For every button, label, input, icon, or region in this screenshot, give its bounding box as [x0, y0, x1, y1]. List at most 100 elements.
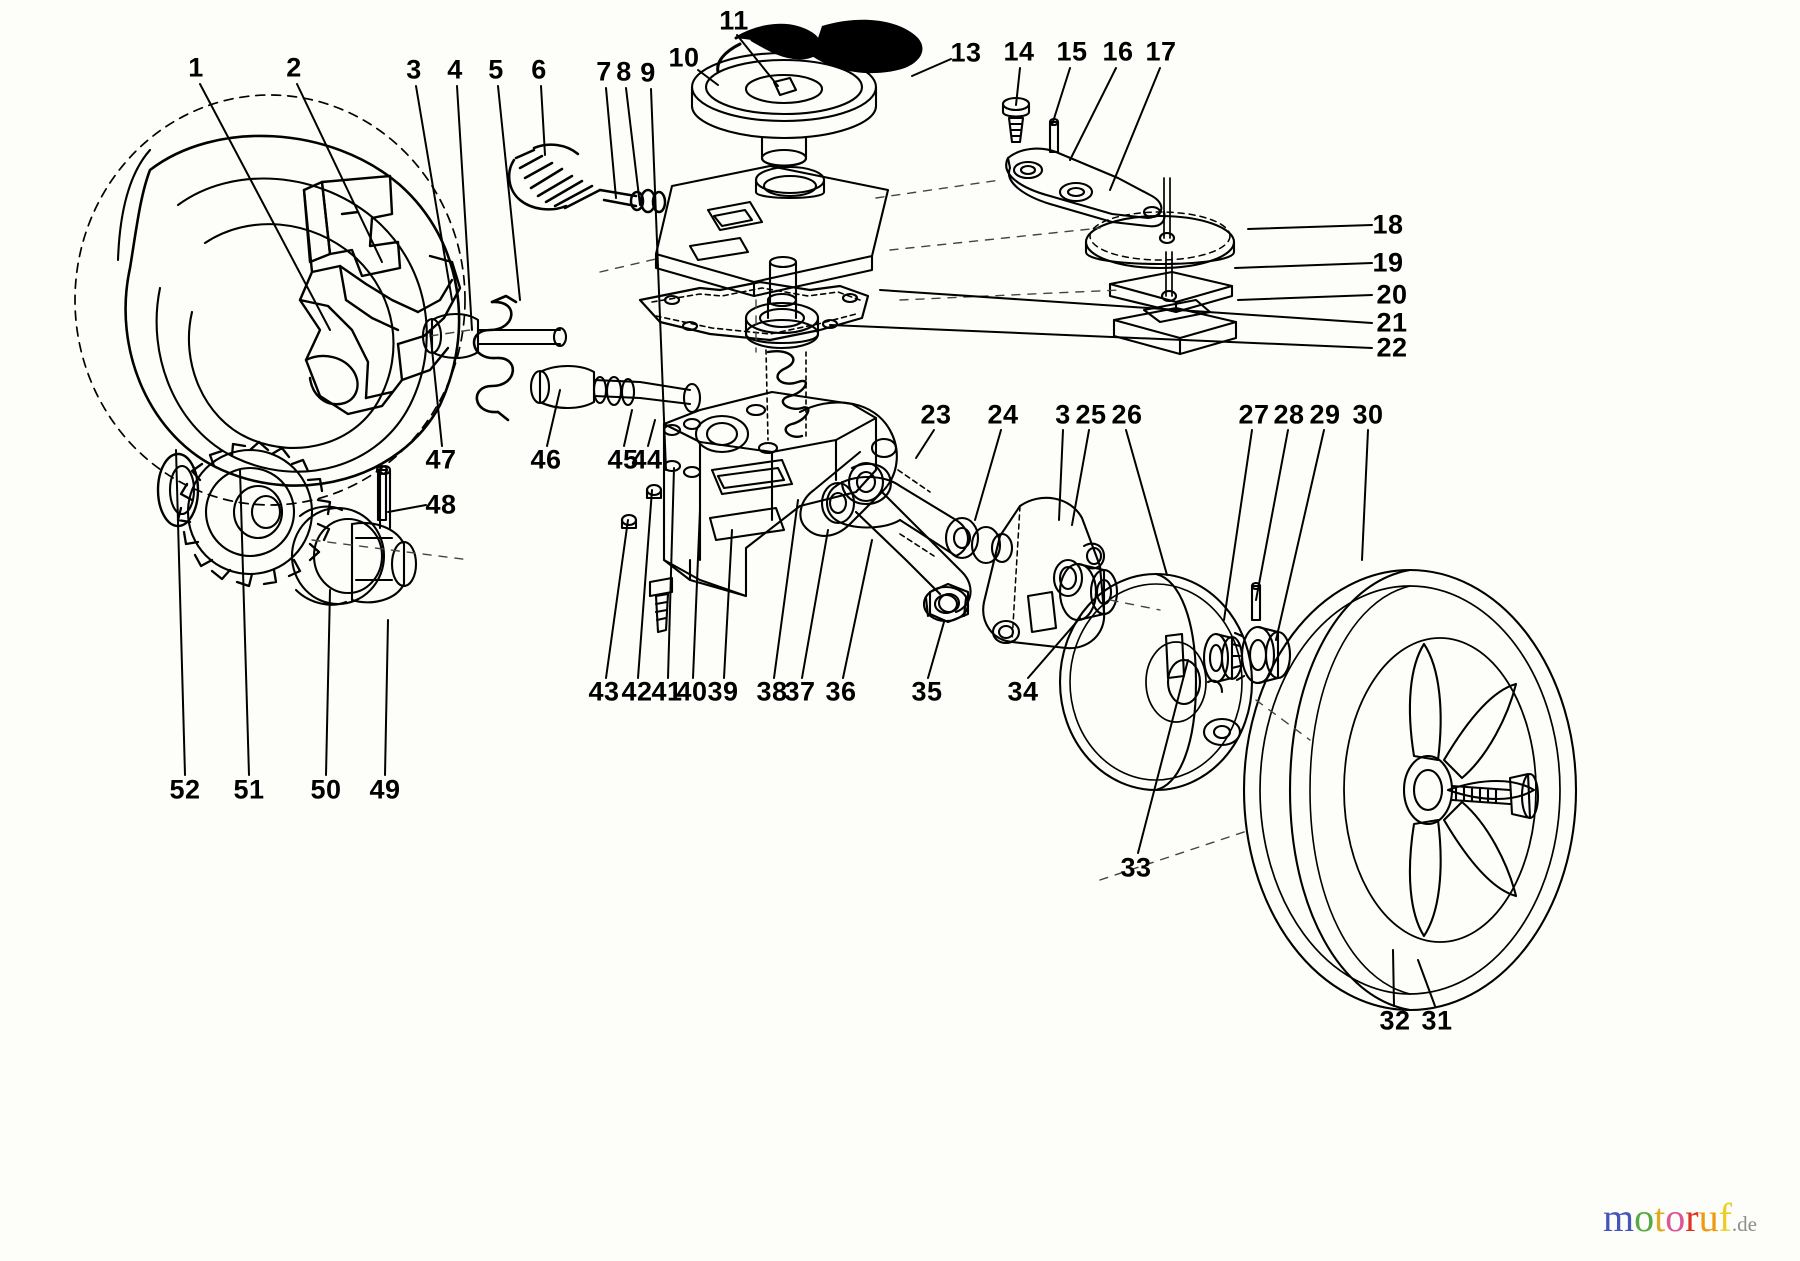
callout-leader-3a: [415, 85, 453, 301]
callout-leader-3b: [1058, 429, 1064, 521]
callout-leader-41: [667, 467, 675, 679]
callout-label-18: 18: [1372, 209, 1404, 240]
callout-leader-28: [1255, 429, 1289, 601]
callout-leader-36: [842, 539, 873, 679]
callout-leader-4: [456, 85, 473, 331]
callout-label-11: 11: [719, 5, 749, 36]
callout-leader-23: [915, 429, 935, 459]
callout-label-7: 7: [596, 56, 612, 87]
callout-label-28: 28: [1273, 399, 1305, 430]
left-wheel-outline: [74, 94, 466, 506]
callout-leader-38: [773, 499, 799, 679]
part-51-gear: [156, 440, 332, 588]
callout-label-9: 9: [640, 57, 656, 88]
callout-leader-1: [199, 83, 331, 331]
callout-label-39: 39: [707, 676, 739, 707]
callout-label-25: 25: [1075, 399, 1107, 430]
callout-label-45: 45: [607, 444, 639, 475]
callout-leader-32: [1392, 949, 1395, 1007]
callout-leader-46: [546, 389, 561, 447]
parts-14-20-hardware-column: [1001, 96, 1238, 356]
callout-label-16: 16: [1102, 36, 1134, 67]
part-39-worm-shaft: [765, 349, 810, 441]
callout-label-32: 32: [1379, 1005, 1411, 1036]
callout-leader-29: [1275, 429, 1325, 641]
watermark-letter-1: o: [1634, 1195, 1655, 1240]
callout-label-1: 1: [188, 52, 204, 83]
watermark-letter-3: o: [1665, 1195, 1686, 1240]
callout-leader-5: [497, 85, 521, 301]
callout-label-40: 40: [676, 676, 708, 707]
callout-leader-33: [1137, 659, 1189, 854]
callout-label-34: 34: [1007, 676, 1039, 707]
callout-leader-39: [723, 529, 733, 679]
callout-label-26: 26: [1111, 399, 1143, 430]
callout-leader-7: [605, 87, 617, 199]
callout-label-37: 37: [784, 676, 816, 707]
part-50-clutch-housing: [290, 464, 418, 606]
callout-label-49: 49: [369, 774, 401, 805]
watermark-letter-2: t: [1654, 1195, 1666, 1240]
callout-leader-34: [1027, 617, 1081, 679]
callout-leader-44: [647, 419, 656, 447]
callout-label-50: 50: [310, 774, 342, 805]
part-47-shaft-assembly: [421, 312, 568, 360]
part-42-43-fasteners: [620, 483, 674, 634]
callout-leader-15: [1051, 67, 1071, 126]
callout-leader-49: [384, 619, 389, 776]
callout-leader-16: [1069, 67, 1117, 161]
callout-leader-21: [879, 289, 1373, 324]
callout-label-6: 6: [531, 54, 547, 85]
part-27-29-hardware: [1202, 581, 1292, 747]
callout-leader-48: [387, 504, 427, 513]
callout-label-47: 47: [425, 444, 457, 475]
callout-label-42: 42: [621, 676, 653, 707]
part-23-connecting-rod: [820, 469, 1014, 565]
callout-leader-30: [1361, 429, 1369, 561]
callout-leader-27: [1223, 429, 1253, 621]
callout-leader-50: [325, 589, 331, 776]
callout-leader-13: [911, 58, 952, 77]
watermark-letter-5: u: [1698, 1195, 1719, 1240]
watermark-letter-6: f: [1718, 1195, 1732, 1240]
callout-label-10: 10: [668, 42, 700, 73]
part-35-nut: [928, 582, 970, 624]
callout-leader-47: [429, 329, 443, 447]
callout-label-43: 43: [588, 676, 620, 707]
part-22-gasket: [638, 280, 870, 342]
callout-leader-14: [1015, 67, 1021, 106]
callout-label-20: 20: [1376, 279, 1408, 310]
callout-leader-lines: [175, 34, 1436, 1007]
part-48-pin: [375, 464, 389, 522]
callout-label-12: 12: [822, 22, 854, 53]
part-46-spring: [472, 294, 518, 422]
callout-leader-6: [540, 85, 546, 156]
callout-label-38: 38: [756, 676, 788, 707]
watermark-letters: motoruf: [1603, 1195, 1732, 1240]
watermark-motoruf: motoruf.de: [1603, 1198, 1757, 1238]
part-21-gearcase-cover: [654, 164, 890, 298]
callout-leader-18: [1247, 224, 1373, 230]
callout-label-4: 4: [447, 54, 463, 85]
callout-label-19: 19: [1372, 247, 1404, 278]
callout-label-27: 27: [1238, 399, 1270, 430]
pulley-hub: [760, 136, 808, 168]
callout-label-41: 41: [651, 676, 683, 707]
callout-label-23: 23: [920, 399, 952, 430]
callout-label-36: 36: [825, 676, 857, 707]
callout-label-44: 44: [631, 444, 663, 475]
callout-leader-2: [296, 83, 383, 263]
callout-label-3b: 3: [1055, 399, 1071, 430]
callout-label-33: 33: [1120, 852, 1152, 883]
callout-leader-35: [927, 621, 945, 679]
callout-leader-37: [801, 529, 829, 679]
callout-label-21: 21: [1376, 307, 1408, 338]
watermark-letter-0: m: [1603, 1195, 1635, 1240]
callout-label-30: 30: [1352, 399, 1384, 430]
callout-leader-45: [623, 409, 633, 447]
callout-label-3a: 3: [406, 54, 422, 85]
callout-leader-31: [1417, 959, 1436, 1007]
callout-label-29: 29: [1309, 399, 1341, 430]
callout-label-14: 14: [1003, 36, 1035, 67]
